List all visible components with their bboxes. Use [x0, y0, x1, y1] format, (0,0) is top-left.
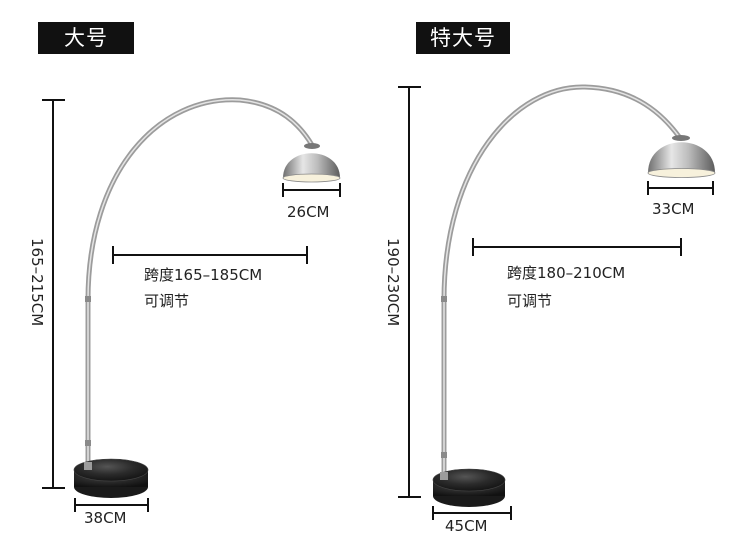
base-dimension-line [74, 498, 149, 512]
base-width-label: 45CM [445, 517, 488, 535]
shade-dimension-line [647, 181, 714, 195]
span-label: 跨度180–210CM [507, 264, 626, 282]
adjustable-label: 可调节 [144, 292, 190, 310]
marble-base [432, 468, 506, 507]
base-dimension-line [432, 506, 512, 520]
height-dimension-line [398, 86, 421, 498]
size-tag: 特大号 [416, 22, 510, 54]
arc-lamp-illustration [42, 97, 341, 512]
marble-base [73, 458, 149, 498]
span-dimension-line [112, 246, 308, 264]
height-range-label: 165–215CM [28, 238, 46, 327]
shade-width-label: 33CM [652, 200, 695, 218]
shade-width-label: 26CM [287, 203, 330, 221]
height-range-label: 190–230CM [384, 238, 402, 327]
arc-lamp-illustration [398, 84, 716, 520]
adjustable-label: 可调节 [507, 292, 553, 310]
product-panel-large: 大号 [28, 22, 341, 527]
base-width-label: 38CM [84, 509, 127, 527]
product-panel-xlarge: 特大号 [375, 0, 750, 557]
span-label: 跨度165–185CM [144, 266, 263, 284]
size-tag: 大号 [38, 22, 134, 54]
span-dimension-line [472, 238, 682, 256]
height-dimension-line [42, 99, 65, 489]
shade-dimension-line [282, 183, 341, 197]
lamp-shade [282, 143, 341, 183]
lamp-shade [647, 135, 716, 178]
